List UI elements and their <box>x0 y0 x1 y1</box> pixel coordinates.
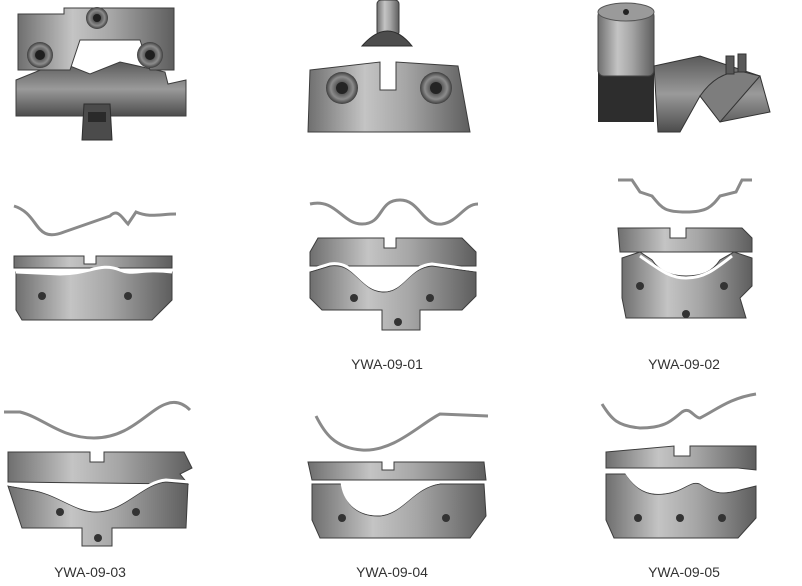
die-photo-3 <box>597 2 771 133</box>
die-drawing-ywa-09-03 <box>4 400 193 547</box>
die-drawing-ywa-09-02 <box>617 178 753 319</box>
die-drawing-1 <box>13 204 177 321</box>
die-drawing-ywa-09-01 <box>309 198 479 331</box>
die-photo-2 <box>307 0 471 133</box>
caption-ywa-09-03: YWA-09-03 <box>54 564 126 580</box>
caption-ywa-09-01: YWA-09-01 <box>351 356 423 372</box>
die-drawing-ywa-09-04 <box>307 412 489 539</box>
caption-ywa-09-04: YWA-09-04 <box>356 564 428 580</box>
caption-ywa-09-02: YWA-09-02 <box>648 356 720 372</box>
die-drawing-ywa-09-05 <box>600 392 757 539</box>
die-photo-1 <box>15 7 187 141</box>
caption-ywa-09-05: YWA-09-05 <box>648 564 720 580</box>
